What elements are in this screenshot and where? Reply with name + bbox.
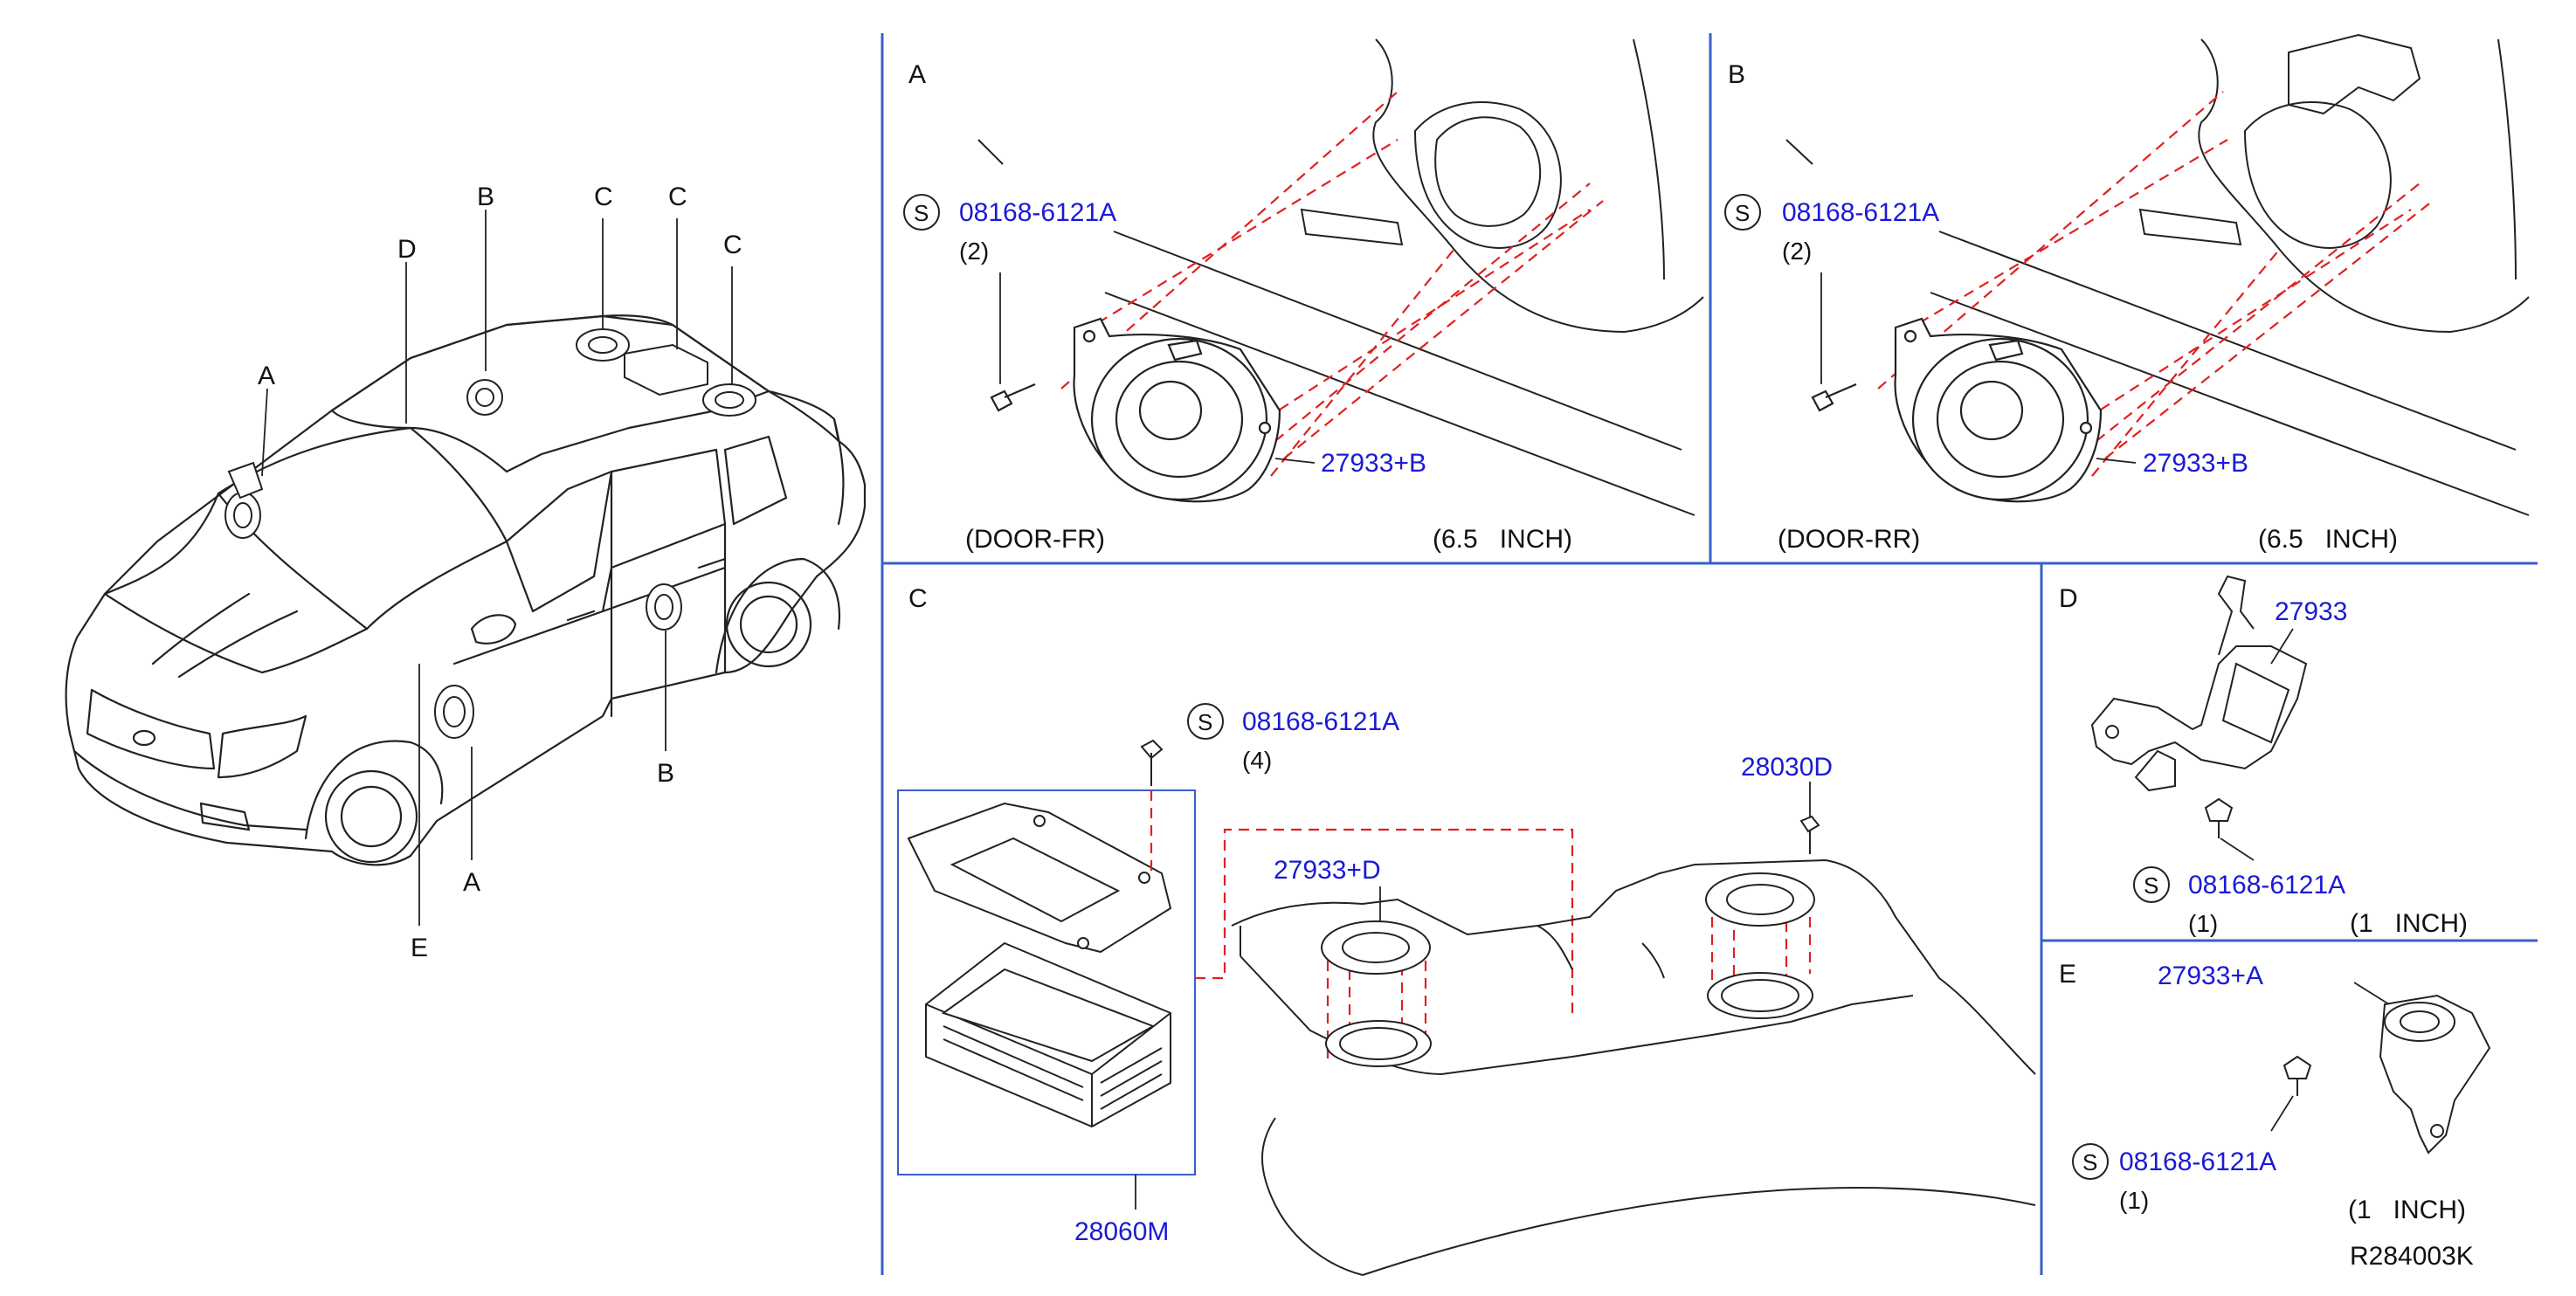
car-headlight xyxy=(217,714,307,779)
screw-symbol: S xyxy=(2082,1149,2097,1175)
panel-frame xyxy=(881,33,2538,1275)
location-label: (DOOR-RR) xyxy=(1778,525,1920,554)
speaker-part-number[interactable]: 27933 xyxy=(2275,597,2347,626)
screw-quantity: (2) xyxy=(1782,238,1812,265)
panel-b-door xyxy=(1785,33,2530,516)
overview-leaders xyxy=(261,210,733,926)
car-rear-hub xyxy=(739,595,798,654)
speaker-part-number[interactable]: 27933+D xyxy=(1274,856,1381,885)
panel-b-leaders xyxy=(1820,272,2137,464)
overview-label-c2: C xyxy=(668,183,687,211)
tweeter-e-assembly xyxy=(2282,994,2491,1155)
screw-symbol-circle xyxy=(903,194,940,231)
screw-quantity: (2) xyxy=(959,238,989,265)
screw-part-number[interactable]: 08168-6121A xyxy=(2188,871,2345,900)
car-rear-wheel xyxy=(725,581,812,668)
car-handles xyxy=(566,557,727,622)
screw-symbol: S xyxy=(2144,872,2158,899)
screw-symbol: S xyxy=(1735,200,1750,226)
car-bumper xyxy=(73,749,307,831)
car-doors xyxy=(452,522,727,718)
overview-speakers xyxy=(224,328,756,739)
car-mirror xyxy=(470,614,517,645)
location-label: (DOOR-FR) xyxy=(965,525,1105,554)
overview-label-b-bottom: B xyxy=(657,759,674,788)
panel-b-speaker xyxy=(1811,317,2103,503)
screw-part-number[interactable]: 08168-6121A xyxy=(1242,707,1399,736)
amp-assembly xyxy=(907,802,1172,1128)
panel-a-door xyxy=(977,38,1704,516)
panel-c-leaders xyxy=(1135,782,1811,1210)
car-roof xyxy=(330,314,770,473)
rear-speakers xyxy=(1321,872,1815,1067)
amp-part-number[interactable]: 28060M xyxy=(1074,1217,1169,1246)
panel-b-letter: B xyxy=(1728,60,1745,89)
speaker-part-number[interactable]: 27933+B xyxy=(1321,449,1426,478)
overview-label-a-bottom: A xyxy=(463,868,480,897)
overview-label-a-top: A xyxy=(258,362,275,390)
screw-icon xyxy=(1811,383,1857,412)
car-side-windows xyxy=(505,435,788,613)
panel-b: B xyxy=(1724,33,2530,554)
panel-a-speaker xyxy=(990,317,1281,503)
car-front-hub xyxy=(340,785,403,848)
overview-labels: A B D C C C A B E xyxy=(258,183,742,962)
panel-a-letter: A xyxy=(908,60,926,89)
size-label: (1 INCH) xyxy=(2348,1196,2466,1224)
screw-symbol: S xyxy=(914,200,929,226)
overview-label-d: D xyxy=(397,235,417,264)
car-hood xyxy=(103,492,369,674)
overview-label-c1: C xyxy=(594,183,613,211)
overview-label-c3: C xyxy=(723,231,742,259)
screw-icon xyxy=(990,383,1036,412)
screw-part-number[interactable]: 08168-6121A xyxy=(959,198,1116,227)
panel-e-leaders xyxy=(2270,982,2390,1132)
rear-shelf xyxy=(1231,858,2036,1276)
panel-a: A xyxy=(903,38,1704,554)
panel-c-screw xyxy=(1140,739,1820,854)
size-label: (6.5 INCH) xyxy=(1433,525,1572,554)
overview-label-b-top: B xyxy=(477,183,494,211)
panel-d-leaders xyxy=(2220,628,2294,861)
screw-part-number[interactable]: 08168-6121A xyxy=(2119,1148,2276,1176)
car-badge xyxy=(132,729,156,747)
panel-d-letter: D xyxy=(2059,584,2078,613)
panel-a-leaders xyxy=(999,272,1316,464)
panel-c-guides xyxy=(1150,790,1812,1061)
panel-e: E 27933+A S 08168-6121A (1) (1 INCH) xyxy=(2059,960,2491,1224)
speaker-part-number[interactable]: 27933+A xyxy=(2158,962,2263,990)
car-windshield xyxy=(217,426,508,631)
tweeter-d xyxy=(227,461,264,500)
amp-frame xyxy=(897,789,1196,1175)
panel-d: D 27933 S 08168-6121A (1) (1 INCH) xyxy=(2059,575,2468,938)
bracket-part-number[interactable]: 28030D xyxy=(1741,753,1833,782)
screw-quantity: (1) xyxy=(2119,1187,2149,1214)
screw-part-number[interactable]: 08168-6121A xyxy=(1782,198,1939,227)
screw-symbol: S xyxy=(1198,709,1212,735)
diagram-code: R284003K xyxy=(2350,1242,2474,1271)
size-label: (1 INCH) xyxy=(2350,909,2468,938)
overview-label-e: E xyxy=(411,934,428,962)
screw-quantity: (1) xyxy=(2188,910,2218,937)
tweeter-d-assembly xyxy=(2090,575,2308,838)
car-front-wheel xyxy=(324,769,418,864)
panel-e-letter: E xyxy=(2059,960,2076,989)
size-label: (6.5 INCH) xyxy=(2258,525,2398,554)
car-hood-creases xyxy=(151,592,299,679)
amp-box xyxy=(624,343,708,396)
panel-c-letter: C xyxy=(908,584,928,613)
car-front-wheel-arch xyxy=(304,740,444,840)
screw-quantity: (4) xyxy=(1242,747,1272,774)
car-grille xyxy=(86,688,216,770)
car-rear-trunk xyxy=(767,389,845,526)
speaker-part-number[interactable]: 27933+B xyxy=(2143,449,2248,478)
panel-c: C xyxy=(897,584,2036,1276)
car-rear-wheel-arch xyxy=(715,557,840,674)
